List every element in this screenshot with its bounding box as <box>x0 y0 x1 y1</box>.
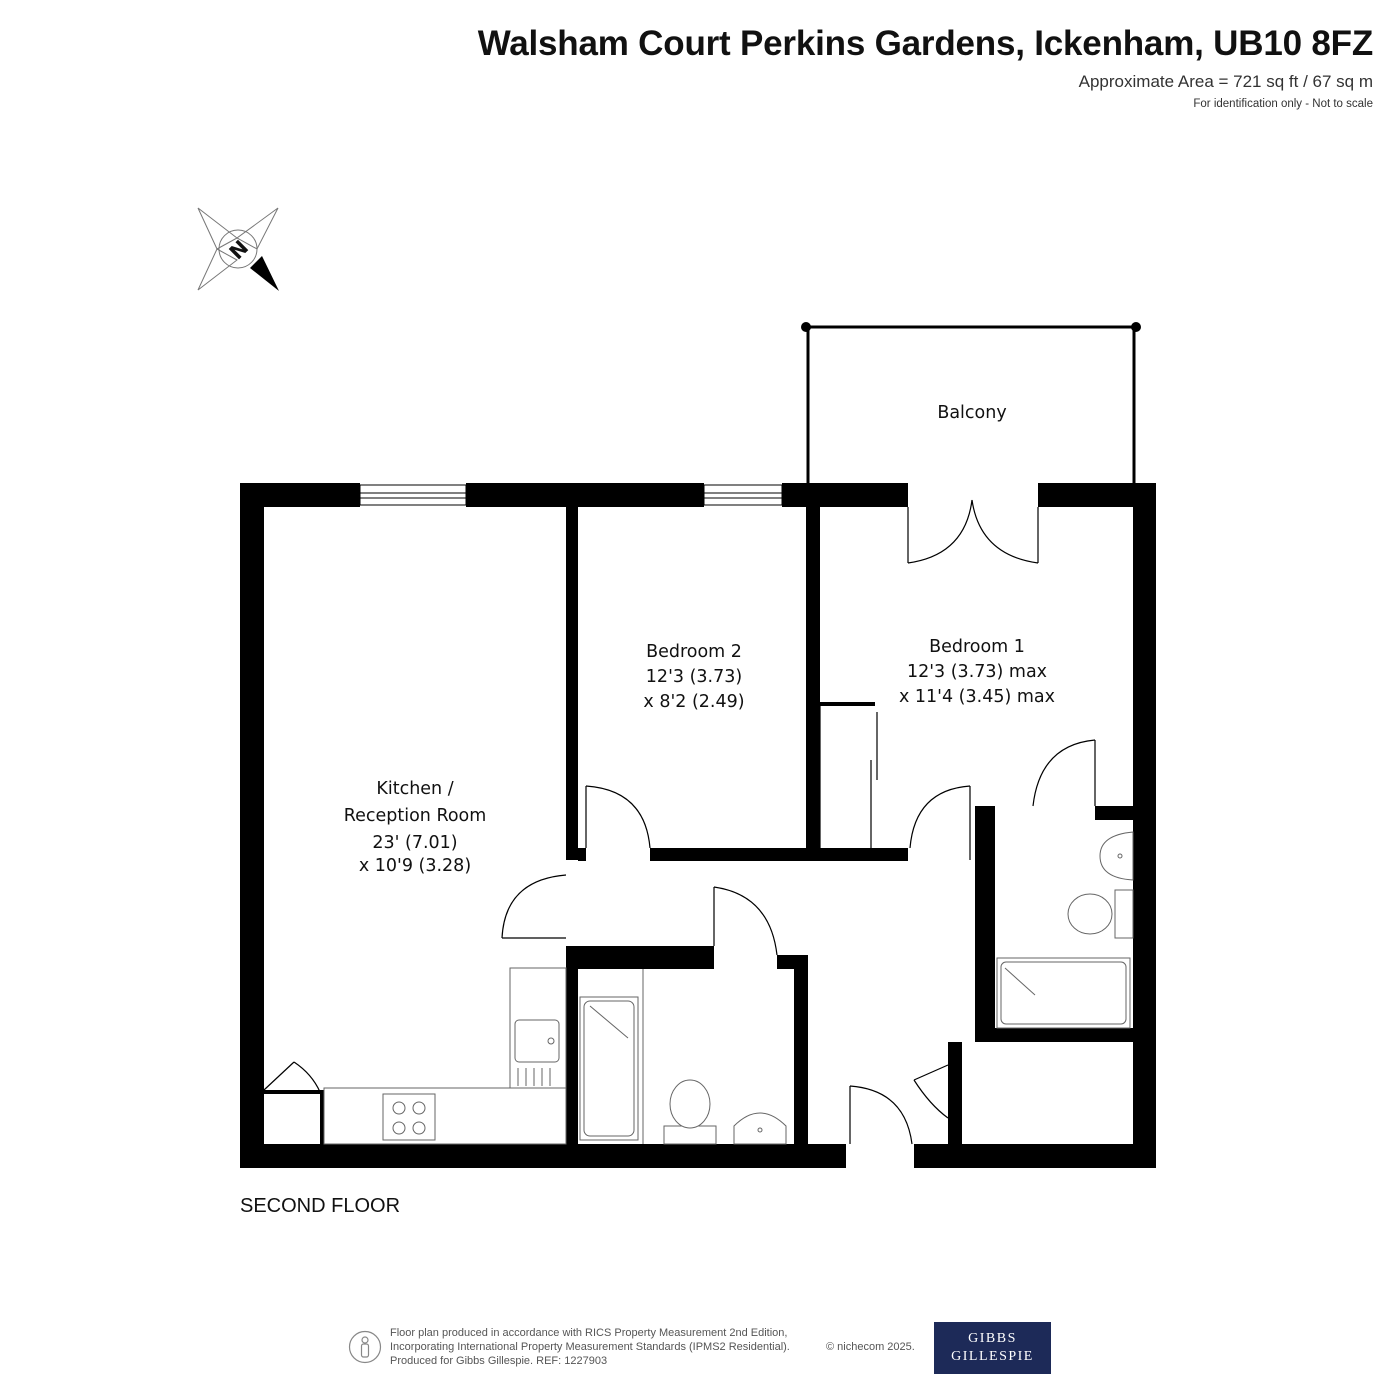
measurement-standard-text: Floor plan produced in accordance with R… <box>390 1326 790 1368</box>
window <box>359 484 467 506</box>
wardrobe <box>819 706 878 850</box>
footer-line: Produced for Gibbs Gillespie. REF: 12279… <box>390 1355 608 1367</box>
property-address-title: Walsham Court Perkins Gardens, Ickenham,… <box>477 24 1373 63</box>
footer-line: Incorporating International Property Mea… <box>390 1341 790 1353</box>
gibbs-gillespie-logo: GIBBS GILLESPIE <box>934 1322 1051 1374</box>
room-dimension: x 10'9 (3.28) <box>359 856 471 876</box>
ensuite-fixtures <box>996 831 1134 1029</box>
room-dimension: x 8'2 (2.49) <box>643 692 744 712</box>
header: Walsham Court Perkins Gardens, Ickenham,… <box>478 24 1373 110</box>
brand-line: GIBBS <box>968 1331 1017 1346</box>
room-label-reception: Reception Room <box>344 806 487 826</box>
copyright: © nichecom 2025. <box>826 1341 915 1353</box>
brand-line: GILLESPIE <box>951 1349 1034 1364</box>
balcony-post <box>1131 322 1141 332</box>
kitchen-fixtures <box>264 967 567 1145</box>
balcony-post <box>801 322 811 332</box>
room-label-bedroom-2: Bedroom 2 <box>646 642 742 662</box>
room-dimension: 12'3 (3.73) max <box>907 662 1047 682</box>
compass-north-label: N <box>224 235 253 264</box>
identification-note: For identification only - Not to scale <box>1193 98 1373 110</box>
bathroom-fixtures <box>579 969 787 1145</box>
doors <box>263 499 1096 1145</box>
room-label-bedroom-1: Bedroom 1 <box>929 637 1025 657</box>
room-dimension: x 11'4 (3.45) max <box>899 687 1055 707</box>
room-dimension: 12'3 (3.73) <box>646 667 742 687</box>
footer-line: Floor plan produced in accordance with R… <box>390 1327 788 1339</box>
floor-label: SECOND FLOOR <box>240 1195 401 1217</box>
approximate-area: Approximate Area = 721 sq ft / 67 sq m <box>1078 72 1373 91</box>
room-label-balcony: Balcony <box>937 403 1006 423</box>
compass-icon: N <box>197 207 279 291</box>
person-icon <box>348 1330 382 1364</box>
window <box>703 484 783 506</box>
footer: Floor plan produced in accordance with R… <box>348 1322 1051 1376</box>
room-dimension: 23' (7.01) <box>372 833 457 853</box>
walls <box>240 483 1156 1168</box>
room-label-kitchen: Kitchen / <box>376 779 453 799</box>
balcony-outline <box>806 325 1136 486</box>
